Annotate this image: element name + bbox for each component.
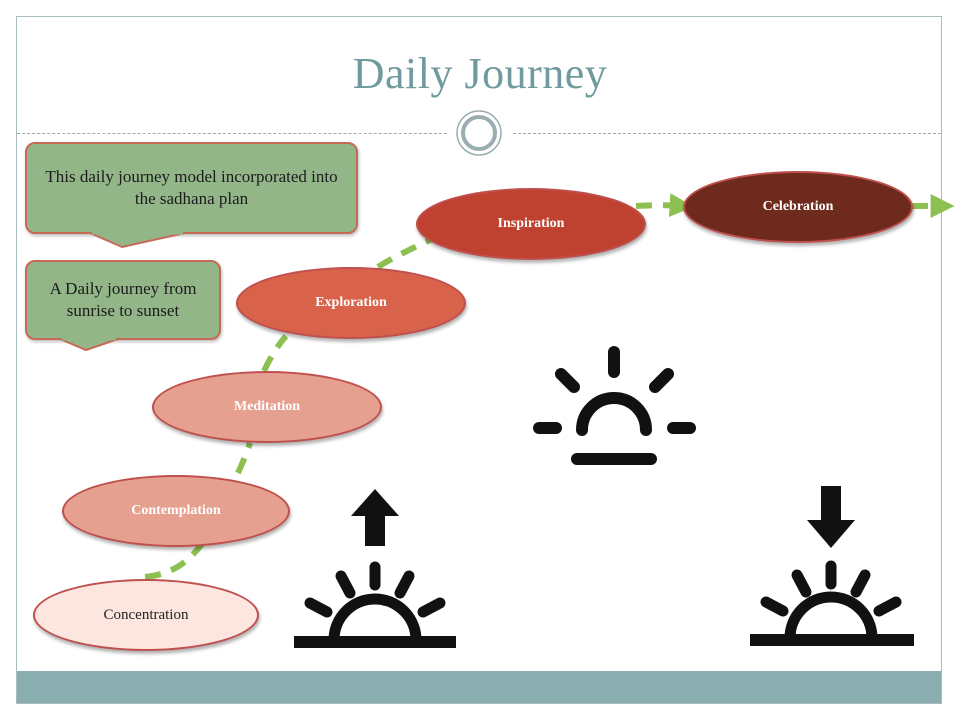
- ring-ornament-icon: [456, 110, 502, 156]
- stage-contemplation: Contemplation: [62, 475, 290, 547]
- footer-band: [17, 671, 941, 703]
- stage-exploration: Exploration: [236, 267, 466, 339]
- slide-frame: [16, 16, 942, 704]
- callout-sunrise-sunset: A Daily journey from sunrise to sunset: [25, 260, 221, 340]
- callout-sadhana-plan: This daily journey model incorporated in…: [25, 142, 358, 234]
- slide-title: Daily Journey: [352, 49, 608, 98]
- stage-inspiration: Inspiration: [416, 188, 646, 260]
- title-divider-right: [513, 133, 941, 134]
- stage-celebration: Celebration: [683, 171, 913, 243]
- stage-concentration: Concentration: [33, 579, 259, 651]
- title-divider-left: [17, 133, 447, 134]
- stage-meditation: Meditation: [152, 371, 382, 443]
